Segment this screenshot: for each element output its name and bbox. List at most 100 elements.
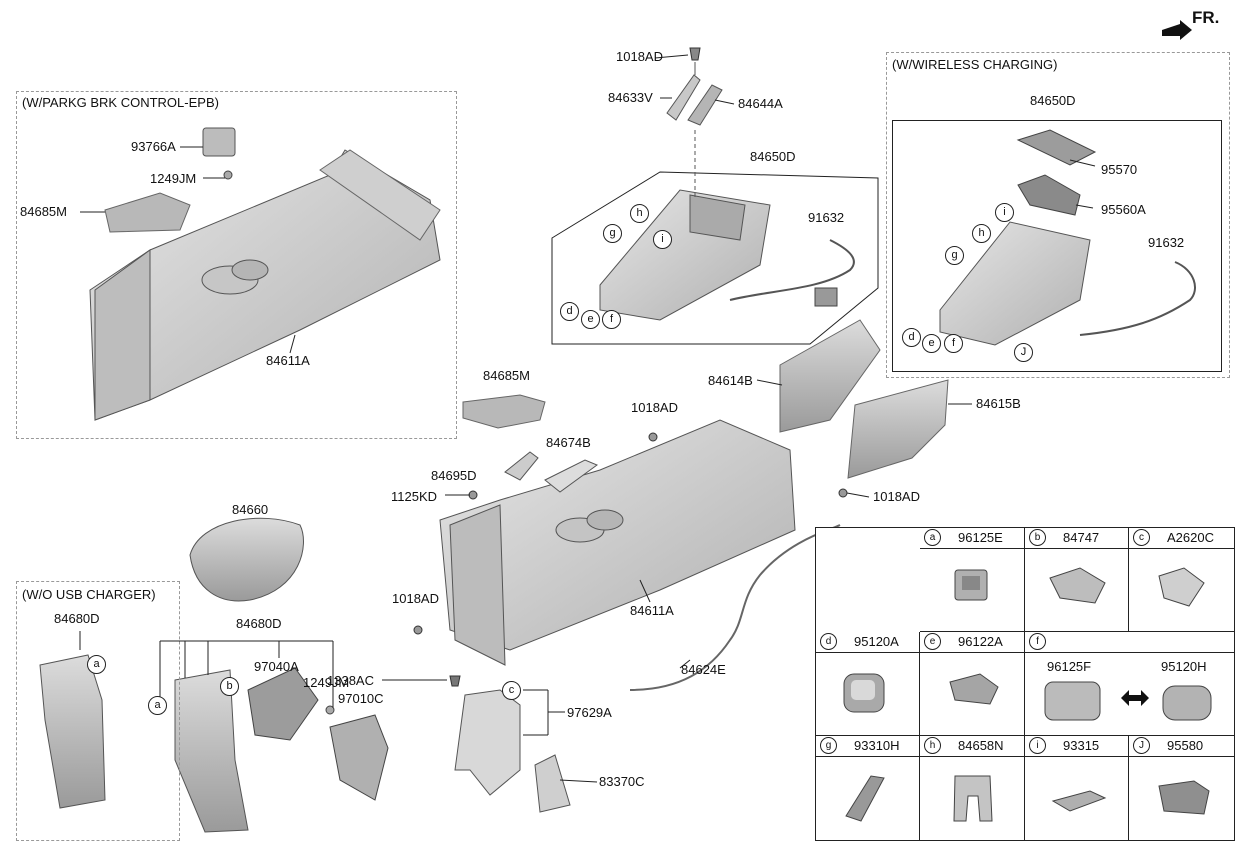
- pad-84685M-mid: [462, 394, 546, 429]
- group-title-wireless: (W/WIRELESS CHARGING): [892, 57, 1058, 72]
- part-label: 84685M: [483, 368, 530, 383]
- clip-1018AD-top: [689, 47, 701, 61]
- tray-84650D-right-artwork: [939, 221, 1091, 346]
- legend-part-number: 93310H: [854, 738, 900, 753]
- part-label: 1249JM: [150, 171, 197, 186]
- bracket-84695D: [504, 451, 539, 481]
- front-direction-arrow-icon: [1162, 20, 1192, 40]
- tray-97010C: [329, 714, 389, 801]
- harness-91632-mid: [729, 239, 855, 301]
- callout-b: b: [220, 677, 239, 696]
- bracket-97629A: [454, 689, 521, 796]
- legend-part-number: 84747: [1063, 530, 1100, 545]
- tray-84650D-mid-artwork: [599, 189, 771, 321]
- clip-1018AD-low: [413, 625, 423, 635]
- clip-1018AD-right: [838, 488, 848, 498]
- part-label: 84680D: [236, 616, 282, 631]
- part-label: 83370C: [599, 774, 645, 789]
- console-84611A-mid-artwork: [439, 419, 796, 666]
- interchangeable-arrow-icon: [1121, 690, 1149, 706]
- bracket-84644A: [687, 84, 723, 126]
- part-label: 1018AD: [873, 489, 920, 504]
- part-label: 84650D: [1030, 93, 1076, 108]
- group-frame-usb: [16, 581, 180, 841]
- part-label: 1125KD: [391, 489, 438, 504]
- part-label: 84674B: [546, 435, 591, 450]
- clip-1018AD-mid: [648, 432, 658, 442]
- harness-84624E: [629, 524, 841, 691]
- vent-97040A: [247, 667, 319, 741]
- boot-83370C: [534, 754, 571, 813]
- trim-84633V: [666, 74, 701, 121]
- part-label: 84633V: [608, 90, 653, 105]
- part-label: 84624E: [681, 662, 726, 677]
- legend-cell-f: f 96125F 95120H: [1025, 632, 1234, 736]
- screw-1249JM-top: [223, 170, 233, 180]
- part-label: 84695D: [431, 468, 477, 483]
- armrest-84660: [189, 517, 304, 602]
- callout-e: e: [581, 310, 600, 329]
- trim-84674B: [544, 459, 599, 493]
- callout-g: g: [603, 224, 622, 243]
- callout-d: d: [560, 302, 579, 321]
- console-epb-artwork: [89, 149, 441, 421]
- leader-lines: [79, 54, 1096, 783]
- part-label: 84611A: [266, 353, 310, 368]
- wireless-detail-frame: [892, 120, 1222, 372]
- legend-part-number: 95120H: [1161, 659, 1207, 674]
- switch-93766A: [202, 127, 236, 157]
- part-label: 84644A: [738, 96, 783, 111]
- callout-h: h: [630, 204, 649, 223]
- callout-a: a: [87, 655, 106, 674]
- part-label: 97629A: [567, 705, 612, 720]
- part-label: 1249JM: [303, 675, 350, 690]
- callout-h: h: [972, 224, 991, 243]
- part-label: 91632: [1148, 235, 1185, 250]
- panel-84680D-left: [39, 654, 106, 809]
- callout-f: f: [602, 310, 621, 329]
- callout-J: J: [1014, 343, 1033, 362]
- part-label: 84685M: [20, 204, 67, 219]
- pad-84685M-left: [104, 192, 191, 233]
- group-frame-wireless: [886, 52, 1230, 378]
- panel-84680D-mid: [174, 669, 249, 833]
- pad-95570: [1016, 129, 1097, 166]
- callout-g: g: [945, 246, 964, 265]
- part-label: 1018AD: [392, 591, 439, 606]
- legend-part-number: 96125E: [958, 530, 1003, 545]
- part-label: 84650D: [750, 149, 796, 164]
- legend-part-number: 95120A: [854, 634, 899, 649]
- legend-part-number: A2620C: [1167, 530, 1214, 545]
- legend-part-number: 96122A: [958, 634, 1003, 649]
- callout-a: a: [148, 696, 167, 715]
- group-title-usb: (W/O USB CHARGER): [22, 587, 156, 602]
- part-label: 95570: [1101, 162, 1138, 177]
- part-label: 84660: [232, 502, 269, 517]
- legend-part-number: 95580: [1167, 738, 1204, 753]
- part-label: 91632: [808, 210, 845, 225]
- callout-i: i: [653, 230, 672, 249]
- part-label: 97040A: [254, 659, 299, 674]
- panel-84614B: [779, 319, 881, 433]
- callout-i: i: [995, 203, 1014, 222]
- legend-part-number: 96125F: [1047, 659, 1092, 674]
- part-label: 84614B: [708, 373, 753, 388]
- front-direction-label: FR.: [1192, 8, 1220, 27]
- callout-e: e: [922, 334, 941, 353]
- part-label: 84611A: [630, 603, 674, 618]
- callout-c: c: [502, 681, 521, 700]
- panel-84615B: [847, 379, 949, 479]
- part-label: 1338AC: [327, 673, 374, 688]
- harness-91632-right: [1079, 261, 1196, 336]
- callout-f: f: [944, 334, 963, 353]
